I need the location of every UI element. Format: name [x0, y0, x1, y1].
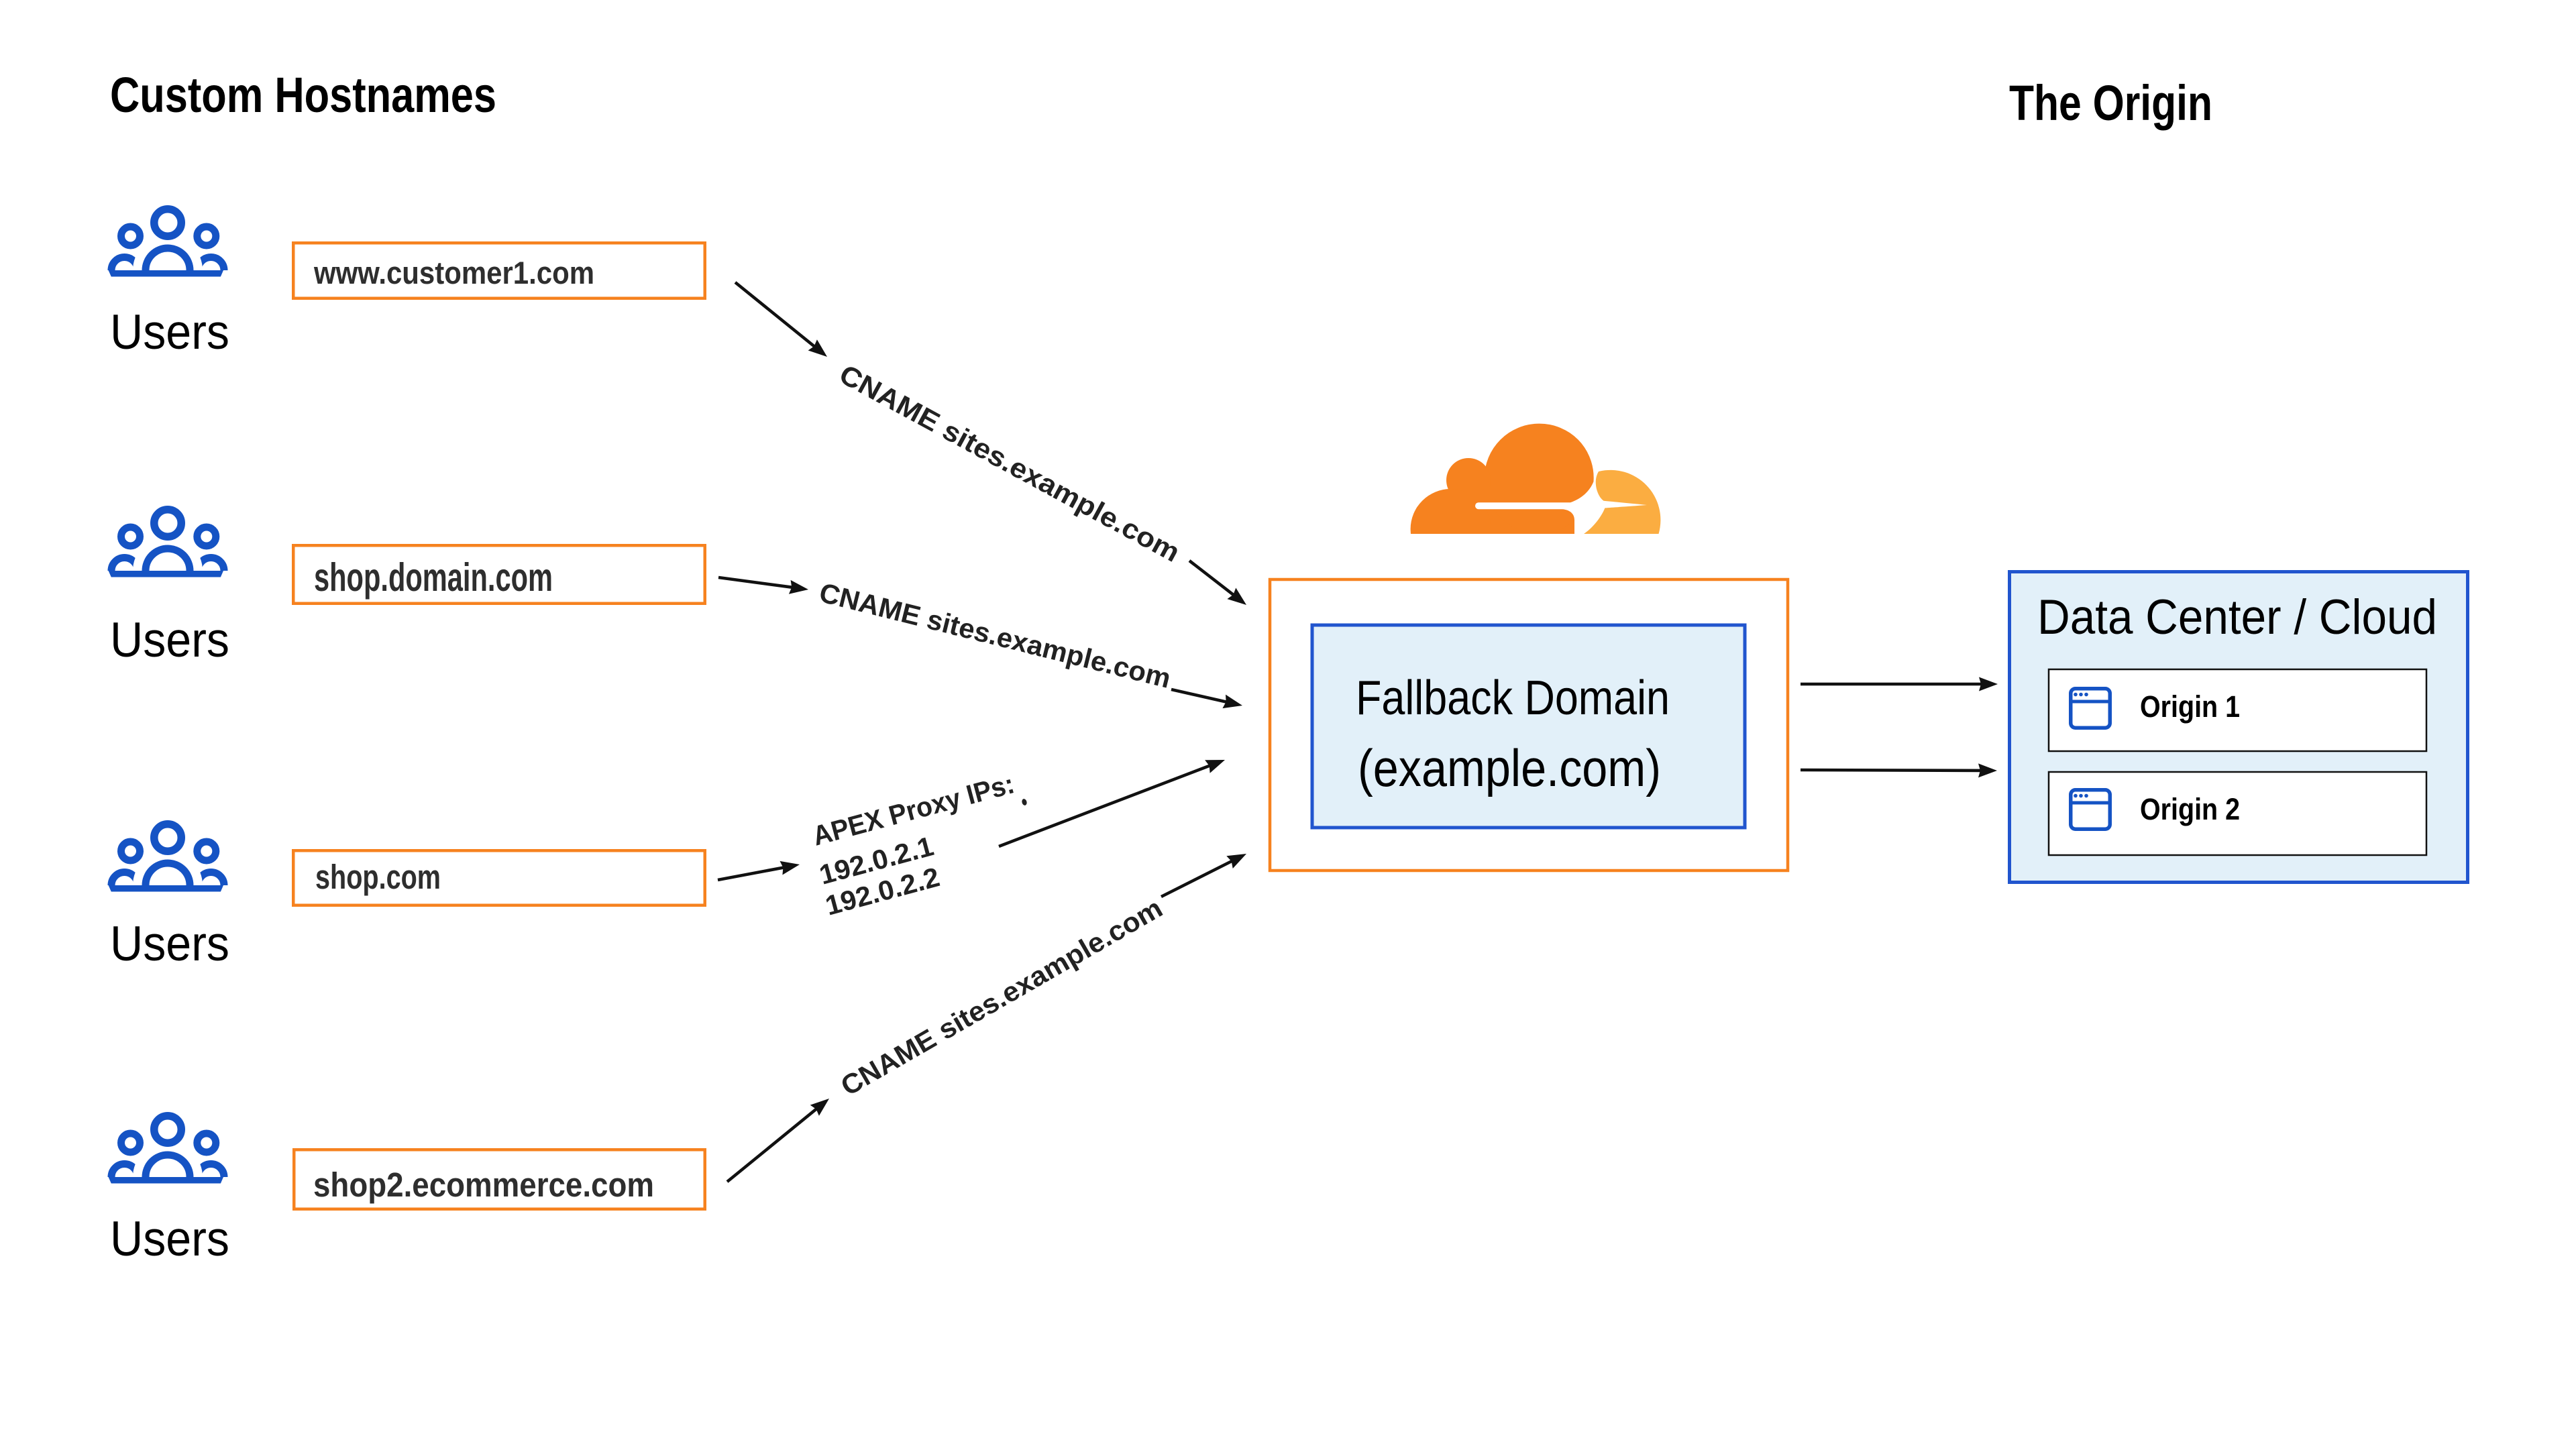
svg-text:Data Center / Cloud: Data Center / Cloud — [2037, 590, 2437, 645]
svg-text:(example.com): (example.com) — [1358, 738, 1661, 797]
svg-text:shop.domain.com: shop.domain.com — [314, 555, 553, 600]
svg-text:www.customer1.com: www.customer1.com — [313, 255, 594, 290]
svg-text:Users: Users — [110, 1212, 229, 1266]
svg-text:shop2.ecommerce.com: shop2.ecommerce.com — [313, 1166, 654, 1204]
svg-text:The Origin: The Origin — [2009, 75, 2212, 131]
svg-text:shop.com: shop.com — [315, 858, 441, 896]
svg-text:Origin 2: Origin 2 — [2140, 792, 2240, 826]
svg-text:Users: Users — [110, 305, 229, 359]
svg-text:Origin 1: Origin 1 — [2140, 689, 2240, 724]
svg-text:Users: Users — [110, 917, 229, 971]
svg-text:Custom Hostnames: Custom Hostnames — [110, 67, 496, 123]
svg-text:Users: Users — [110, 613, 229, 667]
svg-text:Fallback Domain: Fallback Domain — [1356, 671, 1670, 725]
